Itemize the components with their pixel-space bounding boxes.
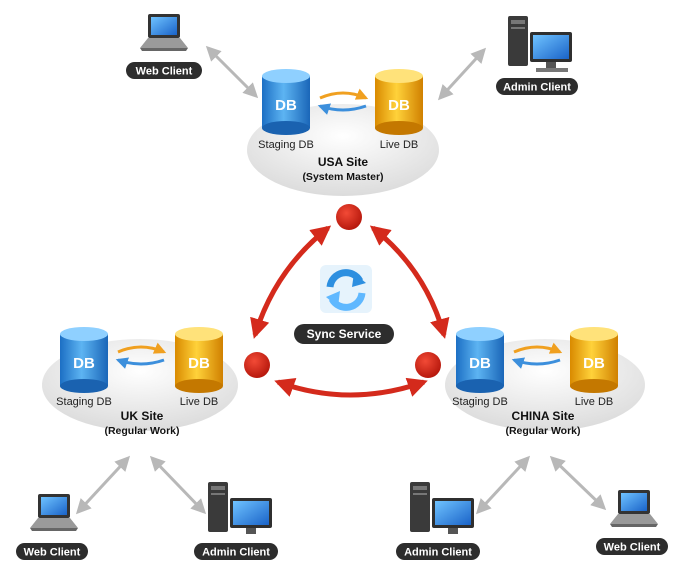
site-usa: DB Staging DB DB Live DB USA Site (Syste… <box>247 69 439 196</box>
svg-text:DB: DB <box>73 355 95 372</box>
live-db-cylinder: DB <box>375 69 423 135</box>
svg-text:Web Client: Web Client <box>24 547 81 559</box>
desktop-computer-icon <box>508 16 572 72</box>
local-sync-arrow <box>511 357 561 369</box>
client-link <box>437 47 487 101</box>
sync-node-usa <box>336 204 362 230</box>
sync-link-usa-uk <box>250 225 332 339</box>
svg-text:DB: DB <box>275 97 297 114</box>
staging-db-cylinder: DB <box>456 327 504 393</box>
client-link <box>205 45 259 99</box>
client-link <box>75 455 131 515</box>
svg-text:DB: DB <box>469 355 491 372</box>
local-sync-arrow <box>117 342 167 354</box>
site-subtitle: (System Master) <box>302 171 383 183</box>
client-label-pill: Web Client <box>126 62 202 79</box>
svg-text:DB: DB <box>583 355 605 372</box>
svg-text:Admin Client: Admin Client <box>503 82 571 94</box>
site-subtitle: (Regular Work) <box>505 425 580 437</box>
local-sync-arrow <box>319 88 369 100</box>
svg-text:DB: DB <box>388 97 410 114</box>
client-label-pill: Web Client <box>16 543 88 560</box>
sync-link-usa-china <box>369 225 450 339</box>
sync-node-uk <box>244 352 270 378</box>
svg-text:Admin Client: Admin Client <box>202 547 270 559</box>
local-sync-arrow <box>513 342 563 354</box>
svg-text:Web Client: Web Client <box>136 66 193 78</box>
client-link <box>149 455 207 515</box>
client-link <box>475 455 531 515</box>
sync-service-label: Sync Service <box>294 324 394 344</box>
svg-text:Sync Service: Sync Service <box>307 327 382 341</box>
site-title: USA Site <box>318 155 369 169</box>
laptop-icon <box>30 494 78 531</box>
site-uk: DB Staging DB DB Live DB UK Site (Regula… <box>42 327 238 437</box>
laptop-icon <box>140 14 188 51</box>
client-label-pill: Admin Client <box>396 543 480 560</box>
live-db-cylinder: DB <box>175 327 223 393</box>
laptop-icon <box>610 490 658 527</box>
site-title: CHINA Site <box>512 409 575 423</box>
staging-db-cylinder: DB <box>262 69 310 135</box>
live-db-cylinder: DB <box>570 327 618 393</box>
staging-db-cylinder: DB <box>60 327 108 393</box>
sync-links <box>250 225 450 398</box>
sync-link-uk-china <box>274 377 428 398</box>
sync-node-china <box>415 352 441 378</box>
client-link <box>549 455 607 511</box>
local-sync-arrow <box>115 357 165 369</box>
staging-db-label: Staging DB <box>258 139 314 151</box>
client-label-pill: Admin Client <box>194 543 278 560</box>
live-db-label: Live DB <box>180 396 219 408</box>
client-label-pill: Web Client <box>596 538 668 555</box>
site-subtitle: (Regular Work) <box>104 425 179 437</box>
client-label-pill: Admin Client <box>496 78 578 95</box>
live-db-label: Live DB <box>575 396 614 408</box>
local-sync-arrow <box>317 103 367 115</box>
svg-text:Web Client: Web Client <box>604 542 661 554</box>
svg-text:Admin Client: Admin Client <box>404 547 472 559</box>
site-china: DB Staging DB DB Live DB CHINA Site (Reg… <box>445 327 645 437</box>
staging-db-label: Staging DB <box>56 396 112 408</box>
svg-text:DB: DB <box>188 355 210 372</box>
sync-icon <box>320 265 372 313</box>
desktop-computer-icon <box>208 482 272 534</box>
site-title: UK Site <box>121 409 164 423</box>
live-db-label: Live DB <box>380 139 419 151</box>
staging-db-label: Staging DB <box>452 396 508 408</box>
desktop-computer-icon <box>410 482 474 534</box>
